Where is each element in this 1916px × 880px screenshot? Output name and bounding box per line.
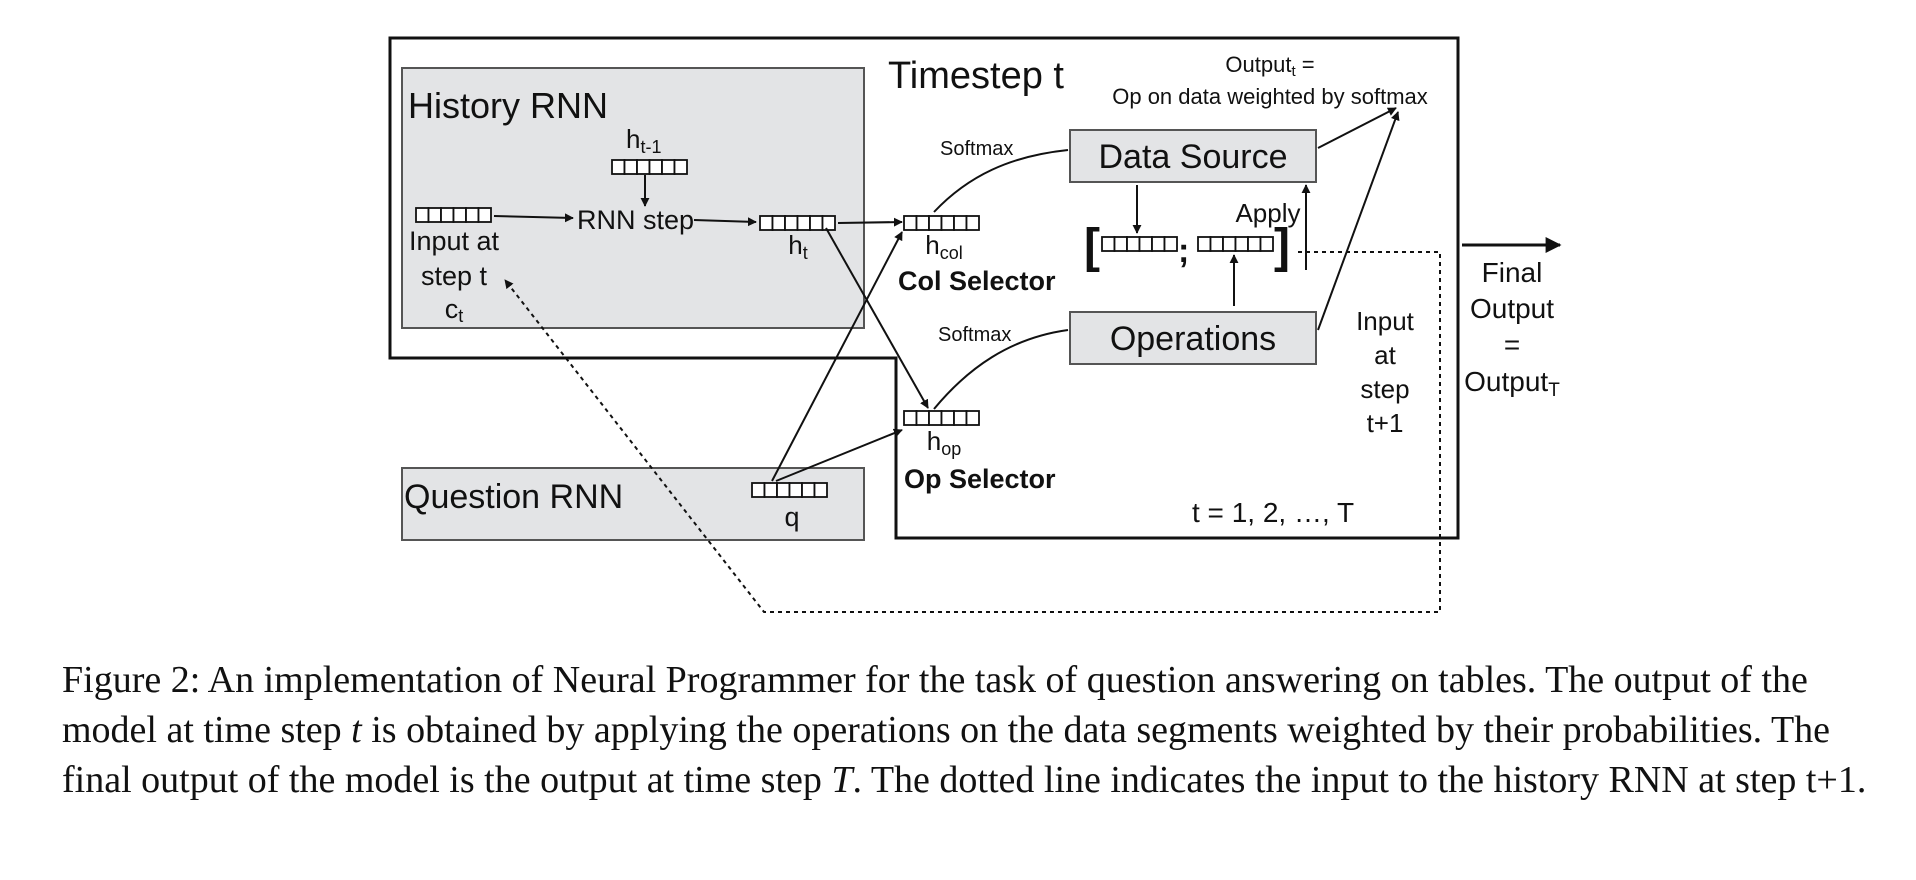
caption-part2: is obtained by applying the operations o… — [62, 709, 1831, 801]
caption-part3: . The dotted line indicates the input to… — [852, 759, 1867, 801]
concat-separator: ; — [1178, 232, 1189, 270]
neural-programmer-diagram: [ ; ] Timestep t Outputt = Op on data we… — [388, 36, 1562, 613]
vector-h-prev — [611, 159, 688, 175]
input-next-line2: at — [1374, 340, 1396, 370]
t-range-label: t = 1, 2, …, T — [1192, 497, 1354, 528]
operations-label: Operations — [1110, 320, 1276, 358]
vector-input — [415, 207, 492, 223]
caption-var-T: T — [831, 759, 853, 801]
softmax-curve-op — [933, 329, 1069, 410]
question-rnn-box — [401, 467, 865, 541]
output-label: Outputt = — [1225, 52, 1314, 80]
op-selector-label: Op Selector — [904, 464, 1056, 494]
final-output-line3: = — [1504, 329, 1520, 360]
arrow-rnn-step-to-h-t — [693, 217, 757, 227]
rnn-step-label: RNN step — [577, 205, 694, 235]
concat-bracket-close: ] — [1274, 220, 1290, 273]
vector-h-t — [759, 215, 836, 231]
arrow-operations-to-output — [1317, 111, 1400, 331]
h-op-label: hop — [927, 426, 962, 459]
vector-h-col — [903, 215, 980, 231]
vector-concat-right — [1197, 236, 1274, 252]
arrow-data-source-to-output — [1317, 107, 1397, 149]
h-col-label: hcol — [925, 230, 962, 263]
softmax-curve-col — [933, 149, 1069, 213]
arrow-q-to-h-op — [775, 428, 903, 482]
input-next-line4: t+1 — [1367, 408, 1404, 438]
step-t-label: step t — [421, 261, 488, 291]
final-output-line1: Final — [1482, 257, 1543, 288]
vector-q — [751, 482, 828, 498]
vector-concat-left — [1101, 236, 1178, 252]
q-label: q — [784, 502, 799, 532]
apply-label: Apply — [1235, 198, 1300, 228]
input-at-label: Input at — [409, 226, 500, 256]
arrow-h-t-to-h-op — [825, 227, 929, 409]
arrow-h-t-to-h-col — [837, 217, 903, 227]
input-next-line1: Input — [1356, 306, 1415, 336]
h-t-label: ht — [788, 230, 807, 263]
op-softmax-label: Softmax — [938, 324, 1011, 346]
timestep-frame — [388, 36, 1460, 540]
caption-var-t: t — [351, 709, 362, 751]
final-output-line4: OutputT — [1464, 366, 1560, 401]
input-next-line3: step — [1360, 374, 1409, 404]
history-rnn-title: History RNN — [408, 85, 608, 126]
arrow-input-to-rnn-step — [493, 213, 574, 223]
c-t-label: ct — [445, 294, 464, 326]
caption-part1: Figure 2: An implementation of Neural Pr… — [62, 659, 1808, 751]
output-description: Op on data weighted by softmax — [1112, 84, 1428, 109]
h-prev-label: ht-1 — [626, 124, 661, 157]
history-rnn-box — [401, 67, 865, 329]
concat-bracket-open: [ — [1084, 220, 1100, 273]
operations-box — [1069, 311, 1317, 365]
data-source-box — [1069, 129, 1317, 183]
question-rnn-title: Question RNN — [404, 478, 623, 516]
timestep-title: Timestep t — [888, 55, 1064, 97]
col-softmax-label: Softmax — [940, 138, 1013, 160]
final-output-line2: Output — [1470, 293, 1554, 324]
figure-caption: Figure 2: An implementation of Neural Pr… — [62, 655, 1892, 805]
col-selector-label: Col Selector — [898, 266, 1056, 296]
vector-h-op — [903, 410, 980, 426]
data-source-label: Data Source — [1099, 138, 1288, 176]
arrow-q-to-h-col — [771, 231, 903, 482]
